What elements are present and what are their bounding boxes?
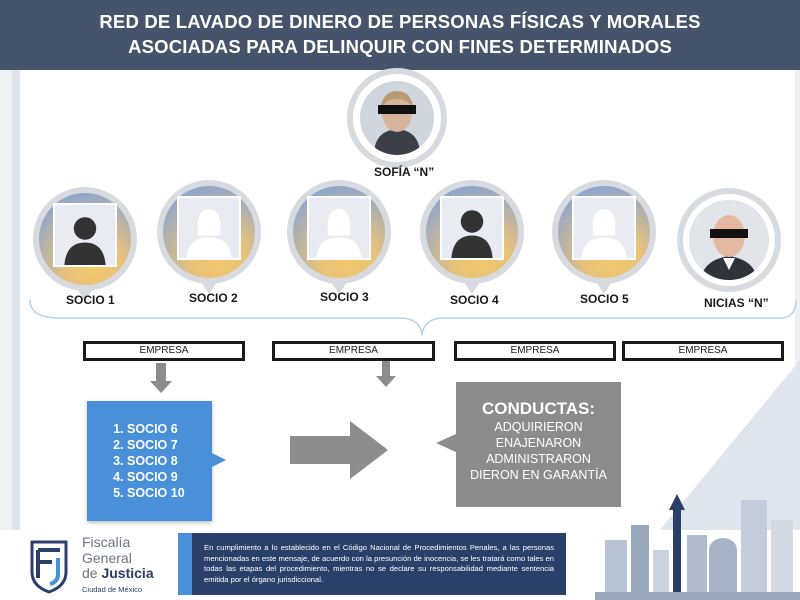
right-arrow-icon (290, 421, 388, 479)
person-sofia (347, 68, 447, 168)
photo-portrait-icon (360, 81, 434, 155)
conducta-item: ADQUIRIERON (494, 420, 583, 434)
female-silhouette-icon (307, 196, 371, 260)
org-name-line-2: General (82, 550, 132, 566)
conducta-item: DIERON EN GARANTÍA (470, 468, 607, 482)
list-item: SOCIO 7 (127, 437, 212, 453)
person-name-socio-2: SOCIO 2 (189, 291, 238, 305)
list-item: SOCIO 10 (127, 485, 212, 501)
content-panel (0, 70, 800, 530)
person-name-socio-1: SOCIO 1 (66, 293, 115, 307)
conducta-item: ENAJENARON (495, 436, 582, 450)
conducta-item: ADMINISTRARON (486, 452, 591, 466)
person-nicias (677, 188, 781, 292)
conductas-title: CONDUCTAS: (481, 399, 595, 418)
company-box-3: EMPRESA (454, 341, 616, 361)
header-banner: RED DE LAVADO DE DINERO DE PERSONAS FÍSI… (0, 0, 800, 70)
list-item: SOCIO 9 (127, 469, 212, 485)
conductas-box: CONDUCTAS: ADQUIRIERON ENAJENARON ADMINI… (436, 382, 621, 507)
org-name-line-3: de Justicia (82, 565, 154, 581)
person-socio-1 (33, 187, 137, 301)
company-box-4: EMPRESA (622, 341, 784, 361)
connector-bracket (29, 299, 797, 336)
fgj-logo-icon (30, 540, 68, 594)
city-skyline-icon (595, 494, 800, 600)
person-socio-5 (552, 180, 656, 294)
socios-list: SOCIO 6 SOCIO 7 SOCIO 8 SOCIO 9 SOCIO 10 (87, 401, 212, 501)
org-city: Ciudad de México (82, 585, 143, 594)
title-line-1: RED DE LAVADO DE DINERO DE PERSONAS FÍSI… (99, 11, 701, 32)
person-socio-2 (157, 180, 261, 294)
photo-portrait-icon (689, 200, 769, 280)
company-box-2: EMPRESA (272, 341, 435, 361)
person-name-socio-5: SOCIO 5 (580, 292, 629, 306)
socios-list-box: SOCIO 6 SOCIO 7 SOCIO 8 SOCIO 9 SOCIO 10 (87, 401, 226, 521)
male-silhouette-icon (440, 196, 504, 260)
org-name-line-1: Fiscalía (82, 534, 131, 550)
male-silhouette-icon (53, 203, 117, 267)
person-socio-3 (287, 180, 391, 294)
person-socio-4 (420, 180, 524, 294)
person-name-socio-3: SOCIO 3 (320, 290, 369, 304)
down-arrow-icon (150, 363, 172, 393)
person-name-socio-4: SOCIO 4 (450, 293, 499, 307)
female-silhouette-icon (177, 196, 241, 260)
title-line-2: ASOCIADAS PARA DELINQUIR CON FINES DETER… (128, 36, 672, 57)
down-arrow-icon (376, 361, 396, 387)
person-name-nicias: NICIAS “N” (704, 296, 769, 310)
list-item: SOCIO 8 (127, 453, 212, 469)
legal-notice: En cumplimiento a lo establecido en el C… (178, 533, 582, 595)
company-box-1: EMPRESA (83, 341, 245, 361)
person-name-sofia: SOFÍA “N” (374, 165, 435, 179)
female-silhouette-icon (572, 196, 636, 260)
legal-text: En cumplimiento a lo establecido en el C… (204, 543, 554, 584)
decorative-shape (660, 360, 800, 530)
list-item: SOCIO 6 (127, 421, 212, 437)
